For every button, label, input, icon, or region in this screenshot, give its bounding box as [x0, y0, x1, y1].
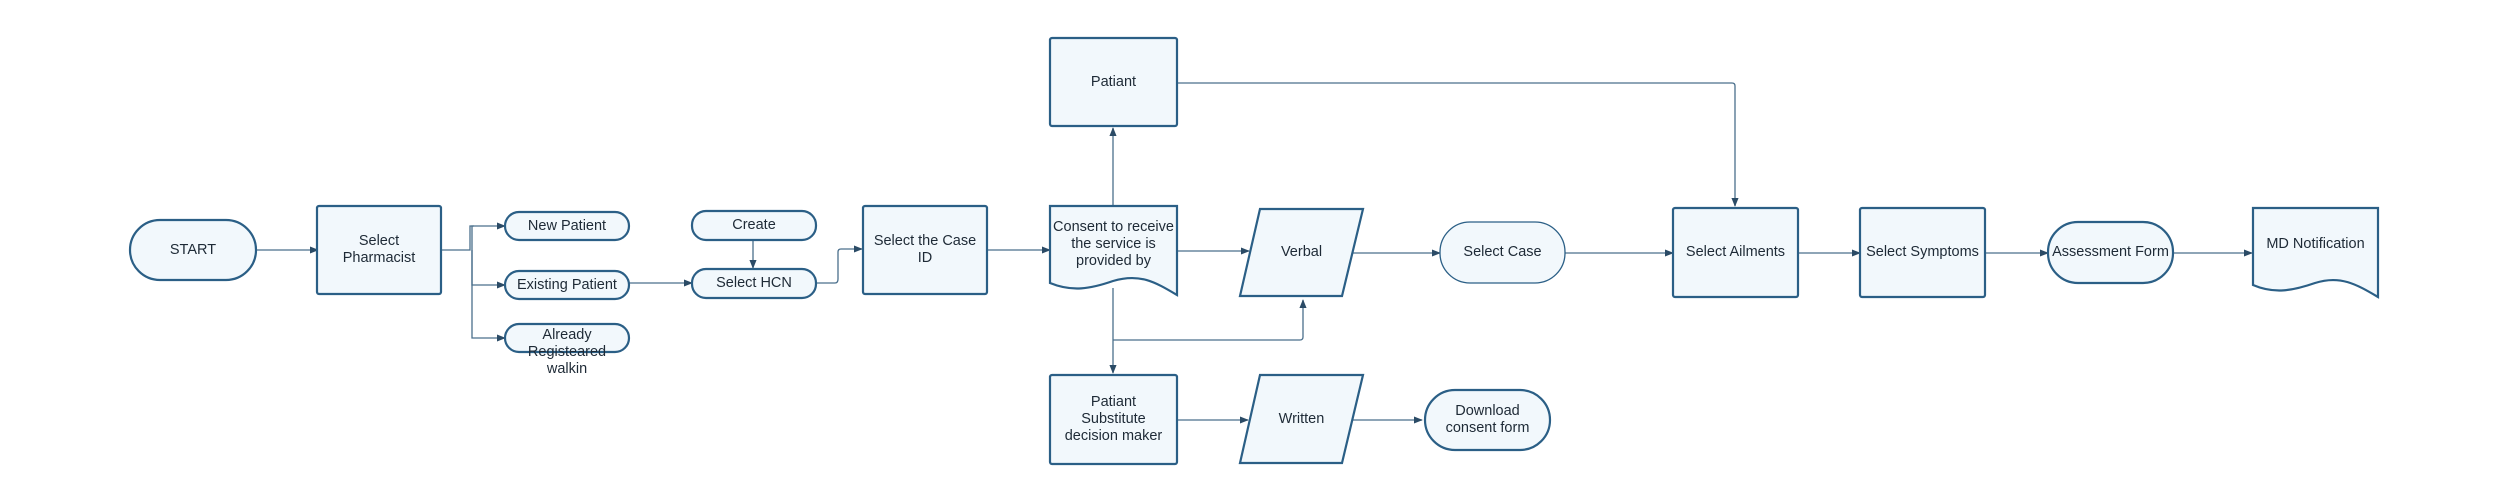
edge-pharmacist-to-already-registered [471, 250, 506, 342]
select-case-id-label: Select the Case ID [873, 233, 977, 266]
verbal-label: Verbal [1280, 244, 1323, 260]
consent-document-shape [1048, 204, 1179, 297]
select-hcn-label: Select HCN [716, 275, 792, 291]
start-label: START [169, 241, 217, 258]
assessment-form-label: Assessment Form [2052, 244, 2169, 260]
select-symptoms-box [1858, 206, 1987, 299]
start-terminator [128, 218, 258, 282]
download-consent-label: Download consent form [1445, 403, 1530, 436]
select-case-id-box [861, 204, 989, 296]
select-symptoms-label: Select Symptoms [1866, 244, 1979, 260]
select-case-label: Select Case [1463, 244, 1542, 260]
edge-pharmacist-trunk [441, 225, 474, 251]
assessment-form-terminator [2046, 220, 2175, 285]
written-label: Written [1278, 410, 1325, 427]
md-notification-document-shape [2251, 206, 2380, 299]
existing-patient-label: Existing Patient [517, 276, 617, 293]
verbal-parallelogram [1238, 207, 1365, 298]
edge-hcn-to-case-id [815, 245, 863, 284]
select-case-terminator [1439, 221, 1566, 284]
substitute-label: Patiant Substitute decision maker [1064, 394, 1163, 444]
existing-patient-pill [503, 269, 631, 301]
download-consent-terminator [1423, 388, 1552, 452]
patiant-label: Patiant [1090, 73, 1137, 90]
consent-label: Consent to receive the service is provid… [1053, 218, 1174, 269]
select-pharmacist-box [315, 204, 443, 296]
edge-pharmacist-to-existing-patient [471, 250, 506, 289]
edge-substitute-to-verbal [1113, 299, 1307, 341]
select-hcn-pill [690, 267, 818, 300]
substitute-box [1048, 373, 1179, 466]
edge-patiant-to-ailments [1177, 82, 1739, 207]
patiant-box [1048, 36, 1179, 128]
select-ailments-box [1671, 206, 1800, 299]
written-parallelogram [1238, 373, 1365, 465]
new-patient-pill [503, 210, 631, 242]
create-pill [690, 209, 818, 242]
select-ailments-label: Select Ailments [1685, 244, 1786, 260]
create-label: Create [732, 217, 776, 233]
edge-pharmacist-to-new-patient [471, 222, 506, 250]
new-patient-label: New Patient [527, 217, 607, 234]
already-registered-pill [503, 322, 631, 354]
select-pharmacist-label: Select Pharmacist [342, 233, 416, 266]
md-notification-label: MD Notification [2266, 235, 2365, 252]
already-registered-label: Already Registeared walkin [527, 327, 607, 377]
